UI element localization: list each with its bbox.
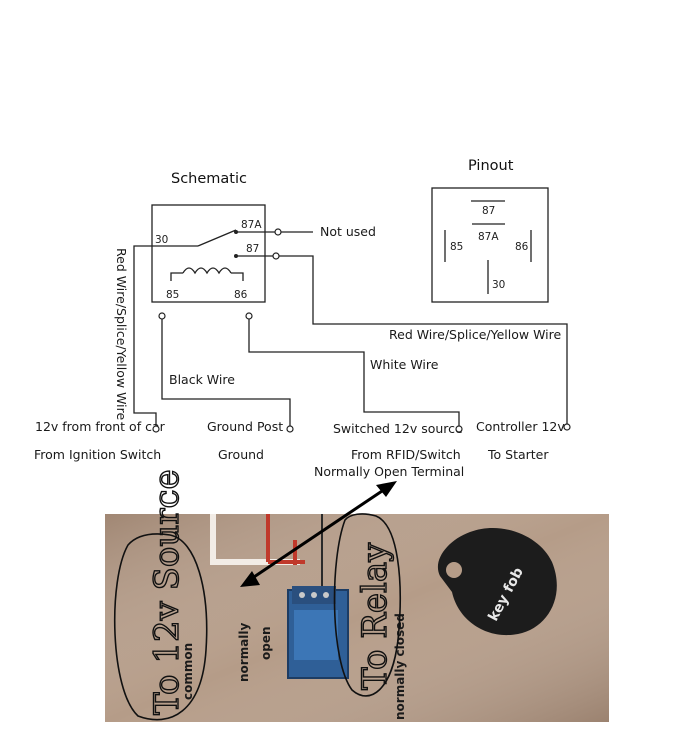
pinout-box — [431, 187, 549, 303]
terminal-controller — [563, 423, 571, 431]
black-wire — [161, 319, 291, 426]
photo-circle-left — [113, 533, 208, 721]
coil-lead-left — [170, 272, 183, 281]
key-fob: key fob — [437, 527, 557, 636]
relay-screw-2 — [311, 592, 317, 598]
pin-87a-terminal — [274, 228, 282, 236]
desc-normally-open: Normally Open Terminal — [314, 464, 464, 479]
relay-module-photo: normally open common normally closed To … — [105, 469, 609, 722]
terminal-ground-post — [286, 425, 294, 433]
photo-handwritten-right: To Relay — [355, 542, 395, 690]
relay-screw-1 — [299, 592, 305, 598]
desc-ignition: From Ignition Switch — [34, 447, 161, 462]
arrow-head-bottom — [240, 571, 260, 587]
pinout-title: Pinout — [468, 158, 514, 174]
schematic-relay-box — [151, 204, 266, 303]
relay-switch-arm — [197, 229, 237, 247]
relay-coil — [182, 267, 232, 275]
desc-ground: Ground — [218, 447, 264, 462]
photo-label-common: common — [181, 643, 195, 700]
black-wire-label: Black Wire — [169, 372, 235, 387]
schematic-title: Schematic — [171, 171, 247, 187]
terminal-controller-label: Controller 12v — [476, 419, 565, 434]
pin-87-terminal — [272, 252, 280, 260]
key-fob-ring-hole — [446, 562, 462, 578]
photo-label-normally: normally — [237, 622, 251, 682]
desc-starter: To Starter — [487, 447, 549, 462]
terminal-switched-12v-label: Switched 12v source — [333, 421, 463, 436]
pinout-pin-87: 87 — [482, 205, 495, 217]
schematic-pin-85: 85 — [166, 289, 179, 301]
red-wire-to-12v — [133, 245, 157, 426]
red-wire-label-horizontal: Red Wire/Splice/Yellow Wire — [389, 327, 562, 342]
schematic-pin-86: 86 — [234, 289, 248, 301]
white-wire — [248, 319, 460, 426]
pinout-pin-87a: 87A — [478, 231, 499, 243]
terminal-12v-front-label: 12v from front of car — [35, 419, 166, 434]
schematic-pin-87: 87 — [246, 243, 259, 255]
terminal-ground-post-label: Ground Post — [207, 419, 283, 434]
pinout-pin-30: 30 — [492, 279, 505, 291]
photo-handwritten-left: To 12v Source — [147, 469, 187, 715]
pinout-pin-86: 86 — [515, 241, 529, 253]
photo-label-open: open — [259, 626, 273, 660]
key-fob-body — [437, 527, 557, 636]
relay-body — [294, 610, 338, 660]
not-used-label: Not used — [320, 224, 376, 239]
terminal-12v-front — [152, 425, 160, 433]
arrow-head-top — [376, 481, 397, 497]
pin-85-terminal — [158, 312, 166, 320]
relay-screw-3 — [323, 592, 329, 598]
coil-lead-right — [231, 272, 244, 281]
photo-label-normally-closed: normally closed — [393, 613, 407, 720]
photo-circle-right — [333, 513, 401, 697]
normally-open-arrow — [240, 481, 397, 587]
arrow-shaft — [247, 485, 389, 583]
pinout-pin-85: 85 — [450, 241, 463, 253]
white-wire-label: White Wire — [370, 357, 439, 372]
red-wire-to-controller — [279, 255, 568, 424]
schematic-pin-30: 30 — [155, 234, 168, 246]
red-wire-label-vertical: Red Wire/Splice/Yellow Wire — [114, 248, 129, 421]
schematic-pin-87a: 87A — [241, 219, 262, 231]
terminal-switched-12v — [455, 425, 463, 433]
pin-86-terminal — [245, 312, 253, 320]
desc-rfid: From RFID/Switch — [351, 447, 461, 462]
